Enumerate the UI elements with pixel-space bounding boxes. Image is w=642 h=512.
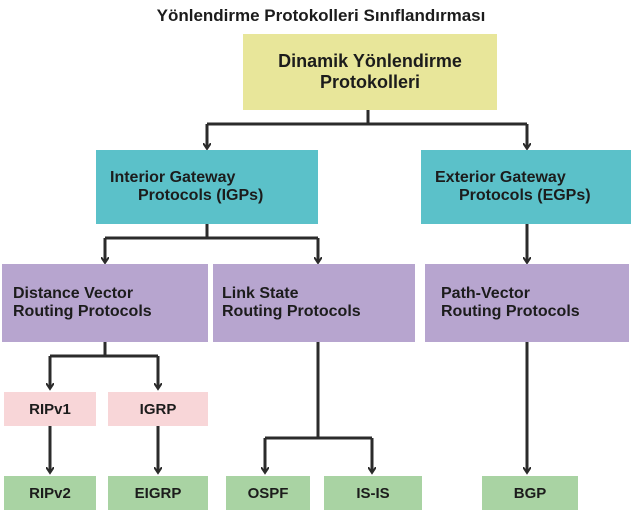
ripv2-label: RIPv2 xyxy=(29,484,71,502)
bgp-label: BGP xyxy=(513,484,547,502)
egp-node: Exterior Gateway Protocols (EGPs) xyxy=(421,150,631,224)
link-state-line2: Routing Protocols xyxy=(222,303,361,320)
path-vector-line1: Path-Vector xyxy=(441,285,530,302)
connector-igp-split xyxy=(105,224,318,240)
link-state-line1: Link State xyxy=(222,285,299,302)
distance-vector-node: Distance Vector Routing Protocols xyxy=(2,264,208,342)
ripv2-node: RIPv2 xyxy=(4,476,96,510)
egp-node-line1: Exterior Gateway xyxy=(435,169,566,186)
path-vector-node: Path-Vector Routing Protocols xyxy=(425,264,629,342)
connector-link-state-split xyxy=(265,342,372,440)
eigrp-node: EIGRP xyxy=(108,476,208,510)
ospf-node: OSPF xyxy=(226,476,310,510)
link-state-node: Link State Routing Protocols xyxy=(213,264,415,342)
eigrp-label: EIGRP xyxy=(134,484,182,502)
distance-vector-line2: Routing Protocols xyxy=(13,303,152,320)
isis-node: IS-IS xyxy=(324,476,422,510)
igrp-node: IGRP xyxy=(108,392,208,426)
connector-root-split xyxy=(207,110,527,126)
ripv1-label: RIPv1 xyxy=(29,400,71,418)
igp-node: Interior Gateway Protocols (IGPs) xyxy=(96,150,318,224)
diagram-title: Yönlendirme Protokolleri Sınıflandırması xyxy=(156,6,486,25)
ospf-label: OSPF xyxy=(247,484,289,502)
distance-vector-line1: Distance Vector xyxy=(13,285,134,302)
egp-node-line2: Protocols (EGPs) xyxy=(459,187,591,204)
igrp-label: IGRP xyxy=(139,400,177,418)
root-node-line2: Protokolleri xyxy=(319,72,421,92)
ripv1-node: RIPv1 xyxy=(4,392,96,426)
igp-node-line1: Interior Gateway xyxy=(110,169,236,186)
igp-node-line2: Protocols (IGPs) xyxy=(138,187,264,204)
path-vector-line2: Routing Protocols xyxy=(441,303,580,320)
isis-label: IS-IS xyxy=(356,484,390,502)
root-node-dynamic-routing: Dinamik Yönlendirme Protokolleri xyxy=(243,34,497,110)
connector-distance-vector-split xyxy=(50,342,158,358)
root-node-line1: Dinamik Yönlendirme xyxy=(278,51,462,71)
bgp-node: BGP xyxy=(482,476,578,510)
